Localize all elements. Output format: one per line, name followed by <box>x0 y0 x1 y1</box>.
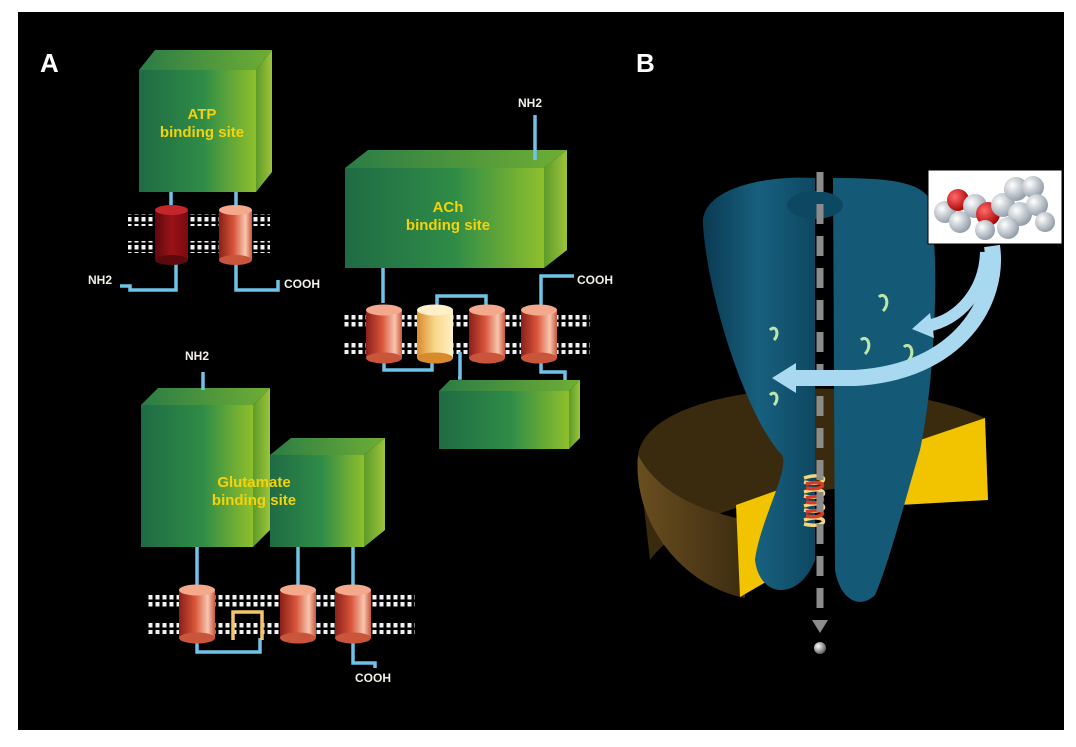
atp-helix-2 <box>219 205 252 265</box>
atp-cooh-label: COOH <box>284 277 320 291</box>
ach-cooh-label: COOH <box>577 273 613 287</box>
glutamate-helix-3 <box>335 585 371 644</box>
ion-particle <box>814 642 826 654</box>
ach-helix-1 <box>366 305 402 364</box>
ach-helix-4 <box>521 305 557 364</box>
glutamate-label-line1: Glutamate <box>217 474 290 491</box>
ligand-molecule-box <box>928 170 1062 244</box>
glutamate-helix-1 <box>179 585 215 644</box>
atp-label-line1: ATP <box>188 106 217 123</box>
panel-b-letter: B <box>636 48 655 78</box>
ach-label-line2: binding site <box>406 217 490 234</box>
atp-label-line2: binding site <box>160 124 244 141</box>
glutamate-label-line2: binding site <box>212 492 296 509</box>
glutamate-cooh-label: COOH <box>355 671 391 685</box>
ach-cytoplasmic-domain <box>439 380 580 449</box>
panel-a-letter: A <box>40 48 59 78</box>
ach-label-line1: ACh <box>433 199 464 216</box>
ach-nh2-label: NH2 <box>518 96 542 110</box>
glutamate-nh2-label: NH2 <box>185 349 209 363</box>
atp-nh2-label: NH2 <box>88 273 112 287</box>
ach-helix-3 <box>469 305 505 364</box>
glutamate-helix-2 <box>280 585 316 644</box>
glutamate-binding-domain-back <box>141 388 270 547</box>
ach-helix-2 <box>417 305 453 364</box>
atp-helix-1 <box>155 205 188 265</box>
